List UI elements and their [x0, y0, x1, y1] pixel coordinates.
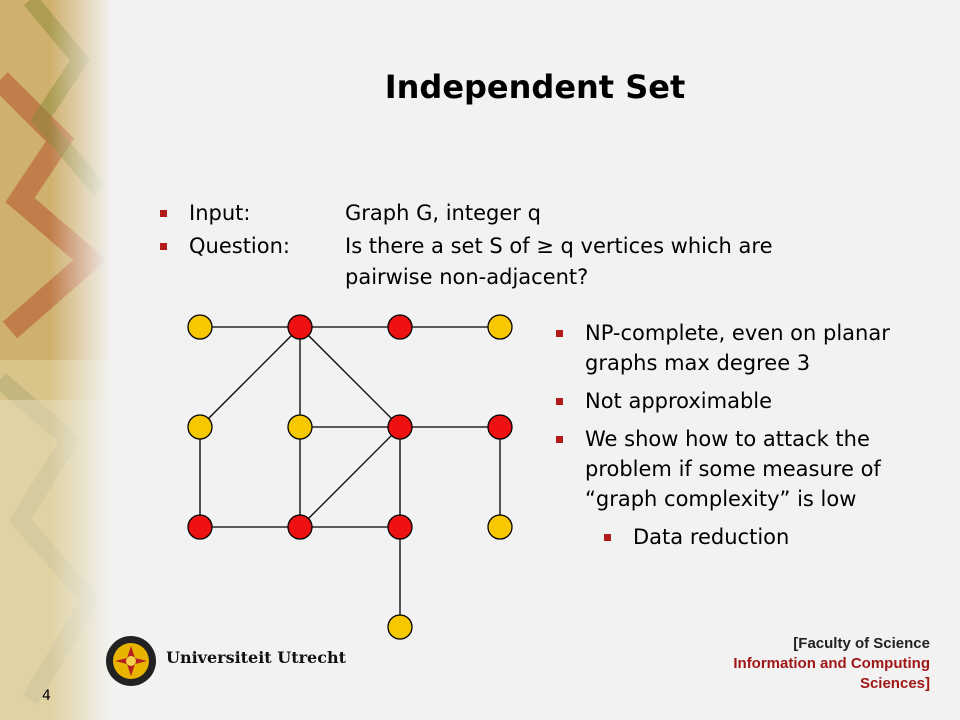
graph-vertex-v1	[187, 314, 213, 340]
graph-vertex-v8	[487, 414, 513, 440]
note-text: We show how to attack the problem if som…	[585, 427, 881, 511]
notes-list: NP-complete, even on planar graphs max d…	[556, 318, 896, 560]
sub-note-text: Data reduction	[633, 525, 790, 549]
note-item: Not approximable	[556, 386, 896, 416]
bullet-marker-icon	[556, 330, 563, 337]
question-bullet: Question: Is there a set S of ≥ q vertic…	[160, 231, 845, 293]
faculty-line-2: Information and Computing Sciences]	[733, 655, 930, 692]
input-value: Graph G, integer q	[345, 201, 541, 225]
bullet-marker-icon	[556, 436, 563, 443]
slide-title: Independent Set	[384, 68, 686, 106]
graph-vertex-v3	[387, 314, 413, 340]
input-label: Input:	[189, 201, 251, 225]
sub-note-item: Data reduction	[604, 522, 896, 552]
note-text: NP-complete, even on planar graphs max d…	[585, 321, 890, 375]
bullet-marker-icon	[160, 210, 167, 217]
university-seal-logo	[106, 636, 156, 686]
graph-vertex-v2	[287, 314, 313, 340]
question-value: Is there a set S of ≥ q vertices which a…	[345, 234, 773, 289]
graph-vertex-v7	[387, 414, 413, 440]
input-bullet: Input: Graph G, integer q	[160, 198, 845, 229]
university-name: Universiteit Utrecht	[166, 648, 346, 667]
graph-vertex-v4	[487, 314, 513, 340]
graph-vertex-v5	[187, 414, 213, 440]
note-text: Not approximable	[585, 389, 773, 413]
graph-vertex-v10	[287, 514, 313, 540]
graph-vertex-v11	[387, 514, 413, 540]
graph-vertex-v6	[287, 414, 313, 440]
note-item: NP-complete, even on planar graphs max d…	[556, 318, 896, 378]
graph-vertex-v9	[187, 514, 213, 540]
problem-definition: Input: Graph G, integer q Question: Is t…	[160, 198, 845, 295]
slide-number: 4	[42, 688, 51, 704]
bullet-marker-icon	[160, 243, 167, 250]
graph-edge	[199, 326, 301, 428]
faculty-label: [Faculty of Science Information and Comp…	[678, 634, 930, 694]
graph-vertex-v12	[487, 514, 513, 540]
graph-edge	[299, 426, 401, 528]
bullet-marker-icon	[604, 534, 611, 541]
graph-vertex-v13	[387, 614, 413, 640]
faculty-line-1: [Faculty of Science	[793, 635, 930, 652]
decorative-side-image	[0, 0, 112, 720]
question-label: Question:	[189, 234, 291, 258]
bullet-marker-icon	[556, 398, 563, 405]
graph-edge	[299, 326, 401, 428]
note-item: We show how to attack the problem if som…	[556, 424, 896, 514]
